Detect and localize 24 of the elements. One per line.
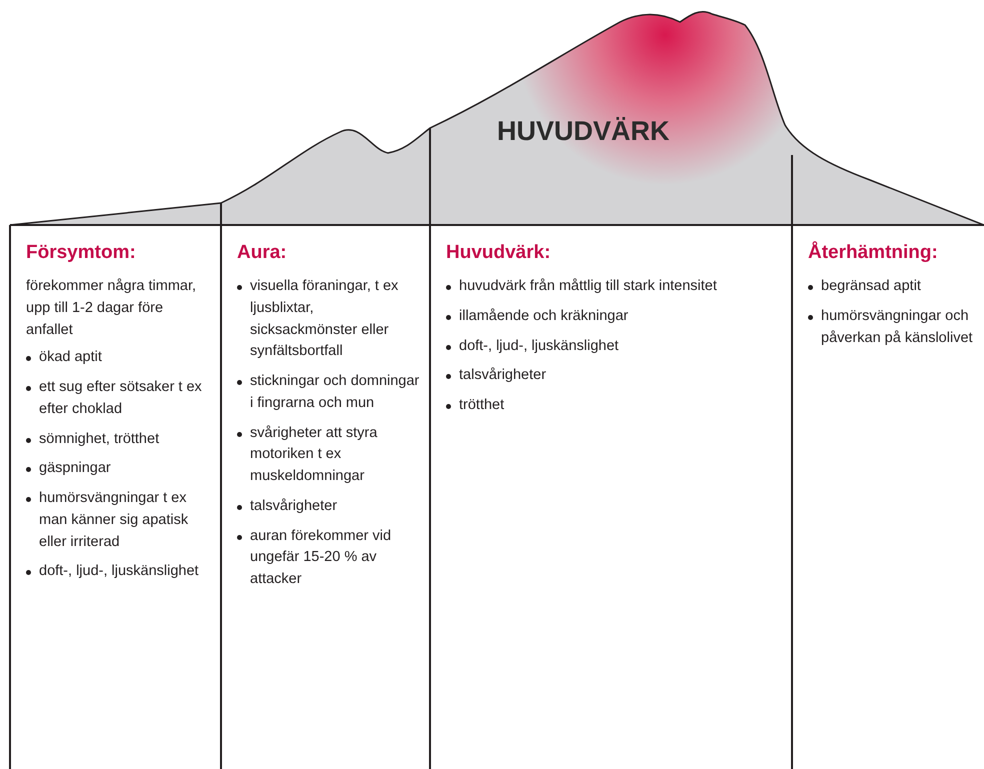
bullet-item: doft-, ljud-, ljuskänslighet	[26, 561, 211, 583]
bullet-item: auran förekommer vid ungefär 15-20 % av attacker	[237, 526, 420, 591]
bullet-item: humörsvängningar och påverkan på känslolivet	[808, 306, 974, 350]
bullet-item: svårigheter att styra motoriken t ex muskeldomningar	[237, 422, 420, 488]
bullet-item: huvudvärk från måttlig till stark intensitet	[446, 276, 782, 298]
description-text: förekommer några timmar, upp till 1-2 dagar före anfallet	[26, 277, 198, 340]
bullet-item: visuella föraningar, t ex ljusblixtar, sicksackmönster eller synfältsbortfall	[237, 276, 420, 363]
bullet-item: ökad aptit	[26, 347, 211, 369]
bullet-item: gäspningar	[26, 458, 211, 480]
bullet-item: talsvårigheter	[237, 496, 420, 518]
column-heading: Försymtom:	[26, 242, 137, 264]
bullet-item: begränsad aptit	[808, 276, 974, 298]
bullet-item: trötthet	[446, 395, 782, 417]
column-heading: Återhämtning:	[808, 242, 939, 264]
bullet-item: humörsvängningar t ex man känner sig apatisk eller irriterad	[26, 488, 211, 554]
bullet-item: illamående och kräkningar	[446, 306, 782, 328]
bullet-item: doft-, ljud-, ljuskänslighet	[446, 336, 782, 358]
bullet-item: sömnighet, trötthet	[26, 428, 211, 450]
mountain-label: HUVUDVÄRK	[497, 116, 670, 147]
bullet-item: stickningar och domningar i fingrarna och mun	[237, 371, 420, 414]
bullet-item: ett sug efter sötsaker t ex efter choklad	[26, 377, 211, 420]
column-heading: Aura:	[237, 242, 288, 264]
column-heading: Huvudvärk:	[446, 242, 552, 264]
bullet-item: talsvårigheter	[446, 365, 782, 387]
